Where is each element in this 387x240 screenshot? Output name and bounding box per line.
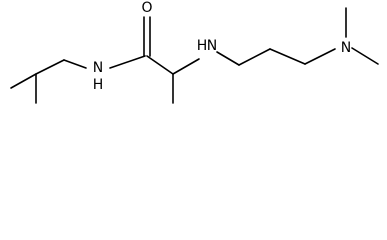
structural-formula: O N H H N N [10, 0, 379, 104]
dimethylamino-nitrogen-label: N [341, 40, 351, 56]
bond-carbonyl-to-alpha-c [146, 55, 174, 75]
bond-ch2-to-amide-n [63, 59, 87, 69]
bond-alpha-c-to-amine-n [172, 58, 200, 75]
bond-methyl-to-ch-left [10, 73, 37, 89]
bond-ch2-b-to-ch2-c [269, 48, 306, 65]
bond-ch-to-ch2 [35, 59, 65, 75]
amine-nitrogen-label: N [207, 38, 217, 54]
amine-hydrogen-label: H [197, 38, 208, 54]
bond-ch2-a-to-ch2-b [238, 48, 271, 66]
oxygen-label: O [141, 0, 152, 16]
bond-amide-n-to-carbonyl [109, 55, 146, 69]
bond-n-to-methyl-right [351, 47, 379, 65]
amide-nitrogen-label: N [93, 60, 103, 76]
bond-amine-n-to-ch2-a [216, 51, 240, 66]
amide-hydrogen-label: H [93, 77, 104, 93]
bond-ch2-c-to-dimethyl-n [304, 48, 336, 65]
